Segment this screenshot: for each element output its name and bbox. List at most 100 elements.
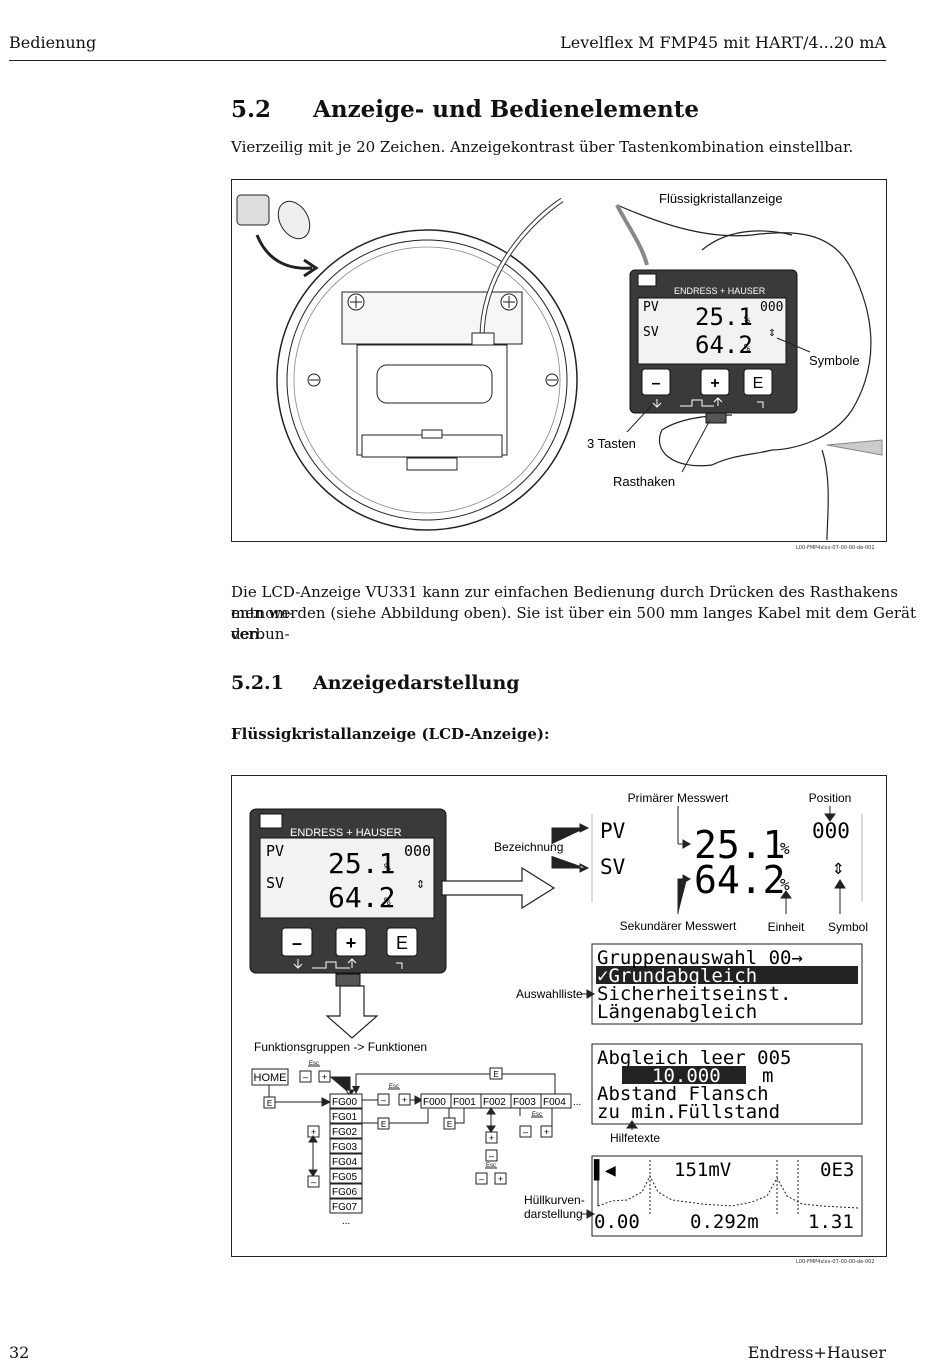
- small-pv-value: 25.1: [695, 303, 753, 331]
- label-help-texts: Hilfetexte: [610, 1131, 660, 1145]
- nav-plus-6-label: +: [544, 1127, 549, 1137]
- module-sv-unit: %: [384, 895, 391, 908]
- help-unit: m: [762, 1065, 773, 1087]
- header-left: Bedienung: [9, 33, 97, 52]
- header-rule: [9, 60, 886, 61]
- small-sv-value: 64.2: [695, 331, 753, 359]
- big-pv-value: 25.1: [694, 823, 786, 867]
- help-line-1: Abgleich leer 005: [597, 1047, 791, 1069]
- f-001-label: F001: [453, 1097, 476, 1108]
- f-004[interactable]: [540, 1093, 572, 1109]
- small-sv-unit: %: [744, 343, 750, 354]
- label-envelope-2: darstellung: [524, 1207, 583, 1221]
- nav-plus-1-label: +: [322, 1072, 327, 1082]
- help-line-4: zu min.Füllstand: [597, 1101, 780, 1123]
- small-symbol: ⇕: [768, 325, 776, 340]
- big-sv-value: 64.2: [694, 858, 786, 902]
- body-line-1: Die LCD-Anzeige VU331 kann zur einfachen…: [231, 583, 898, 622]
- fg-02[interactable]: [329, 1123, 363, 1139]
- fg-05[interactable]: [329, 1168, 363, 1184]
- nav-e-2-label: E: [381, 1120, 386, 1129]
- f-003-label: F003: [513, 1097, 536, 1108]
- module-plus-key[interactable]: [335, 927, 367, 957]
- fg-04-label: FG04: [332, 1157, 357, 1168]
- small-plus-label: +: [710, 375, 719, 392]
- f-000-label: F000: [423, 1097, 446, 1108]
- nav-minus-6[interactable]: [519, 1125, 532, 1138]
- fg-03[interactable]: [329, 1138, 363, 1154]
- label-latch: Rasthaken: [613, 474, 675, 489]
- nav-minus-5[interactable]: [475, 1172, 488, 1185]
- label-designation: Bezeichnung: [494, 840, 563, 854]
- nav-plus-3-label: +: [402, 1095, 407, 1105]
- nav-e-1-label: E: [267, 1099, 272, 1108]
- fg-00-label: FG00: [332, 1097, 357, 1108]
- nav-minus-3-label: –: [381, 1095, 386, 1105]
- figure-device-display: ENDRESS + HAUSER PV SV 25.1 64.2 % % 000…: [231, 179, 887, 542]
- nav-e-top-label: E: [493, 1070, 498, 1079]
- page-number: 32: [9, 1343, 30, 1362]
- small-enter-key[interactable]: [743, 368, 773, 396]
- fg-ellipsis: ...: [342, 1216, 350, 1227]
- small-pv-unit: %: [744, 315, 750, 326]
- module-sv-value: 64.2: [328, 881, 395, 914]
- nav-plus-5-label: +: [498, 1174, 503, 1184]
- figure1-id: L00-FMP4xlxx-07-00-00-de-001: [796, 545, 875, 551]
- nav-esc-2: Esc: [389, 1084, 399, 1090]
- nav-plus-5[interactable]: [494, 1172, 507, 1185]
- nav-plus-4-label: +: [489, 1133, 494, 1143]
- fg-01[interactable]: [329, 1108, 363, 1124]
- fg-06[interactable]: [329, 1183, 363, 1199]
- fg-04[interactable]: [329, 1153, 363, 1169]
- fg-07[interactable]: [329, 1198, 363, 1214]
- section-intro: Vierzeilig mit je 20 Zeichen. Anzeigekon…: [231, 138, 854, 156]
- label-keys: 3 Tasten: [587, 436, 636, 451]
- fg-06-label: FG06: [332, 1187, 357, 1198]
- big-pv-label: PV: [600, 819, 626, 843]
- label-symbol: Symbol: [828, 920, 868, 934]
- nav-esc-4: Esc: [532, 1112, 542, 1118]
- big-symbol: ⇕: [832, 855, 845, 879]
- f-002-label: F002: [483, 1097, 506, 1108]
- label-envelope-1: Hüllkurven-: [524, 1193, 585, 1207]
- env-bottom-mid: 0.292m: [690, 1211, 759, 1233]
- body-line-2: men werden (siehe Abbildung oben). Sie i…: [231, 604, 916, 643]
- module-pv-label: PV: [266, 842, 284, 860]
- help-value: 10.000: [652, 1065, 721, 1087]
- nav-minus-4[interactable]: [485, 1149, 498, 1162]
- nav-minus-2-label: –: [311, 1177, 316, 1187]
- module-enter-key[interactable]: [386, 927, 418, 957]
- nav-minus-4-label: –: [489, 1151, 494, 1161]
- small-minus-key[interactable]: [641, 368, 671, 396]
- big-sv-label: SV: [600, 855, 626, 879]
- small-sv-label: SV: [643, 325, 659, 340]
- nav-minus-1[interactable]: [299, 1070, 312, 1083]
- env-top-mv: 151mV: [674, 1159, 731, 1181]
- nav-esc-3: Esc: [486, 1163, 496, 1169]
- env-top-code: 0E3: [820, 1159, 854, 1181]
- module-minus-key[interactable]: [281, 927, 313, 957]
- fg-column: FG00 FG01 FG02 FG03 FG04 FG05 FG06 FG07 …: [329, 1093, 363, 1227]
- nav-minus-6-label: –: [523, 1127, 528, 1137]
- env-cursor-icon: ▌◀: [593, 1159, 616, 1181]
- module-sv-label: SV: [266, 874, 284, 892]
- nav-home-label: HOME: [254, 1072, 287, 1084]
- module-enter-label: E: [396, 933, 408, 953]
- brand-label: ENDRESS + HAUSER: [290, 827, 402, 839]
- footer-brand: Endress+Hauser: [747, 1343, 886, 1362]
- nav-home[interactable]: [251, 1068, 289, 1086]
- env-bottom-left: 0.00: [594, 1211, 640, 1233]
- label-lcd: Flüssigkristallanzeige: [659, 191, 783, 206]
- module-pv-value: 25.1: [328, 847, 395, 880]
- label-position: Position: [809, 791, 852, 805]
- module-minus-label: –: [292, 933, 302, 953]
- menu-line-2: ✓Grundabgleich: [597, 965, 757, 987]
- fg-00[interactable]: [329, 1093, 363, 1109]
- small-plus-key[interactable]: [700, 368, 730, 396]
- figure-lcd-overview: ENDRESS + HAUSER PV SV 25.1 64.2 % % 000…: [231, 775, 887, 1257]
- nav-plus-6[interactable]: [540, 1125, 553, 1138]
- nav-minus-2[interactable]: [307, 1175, 320, 1188]
- small-enter-label: E: [753, 375, 764, 392]
- menu-line-3: Sicherheitseinst.: [597, 983, 791, 1005]
